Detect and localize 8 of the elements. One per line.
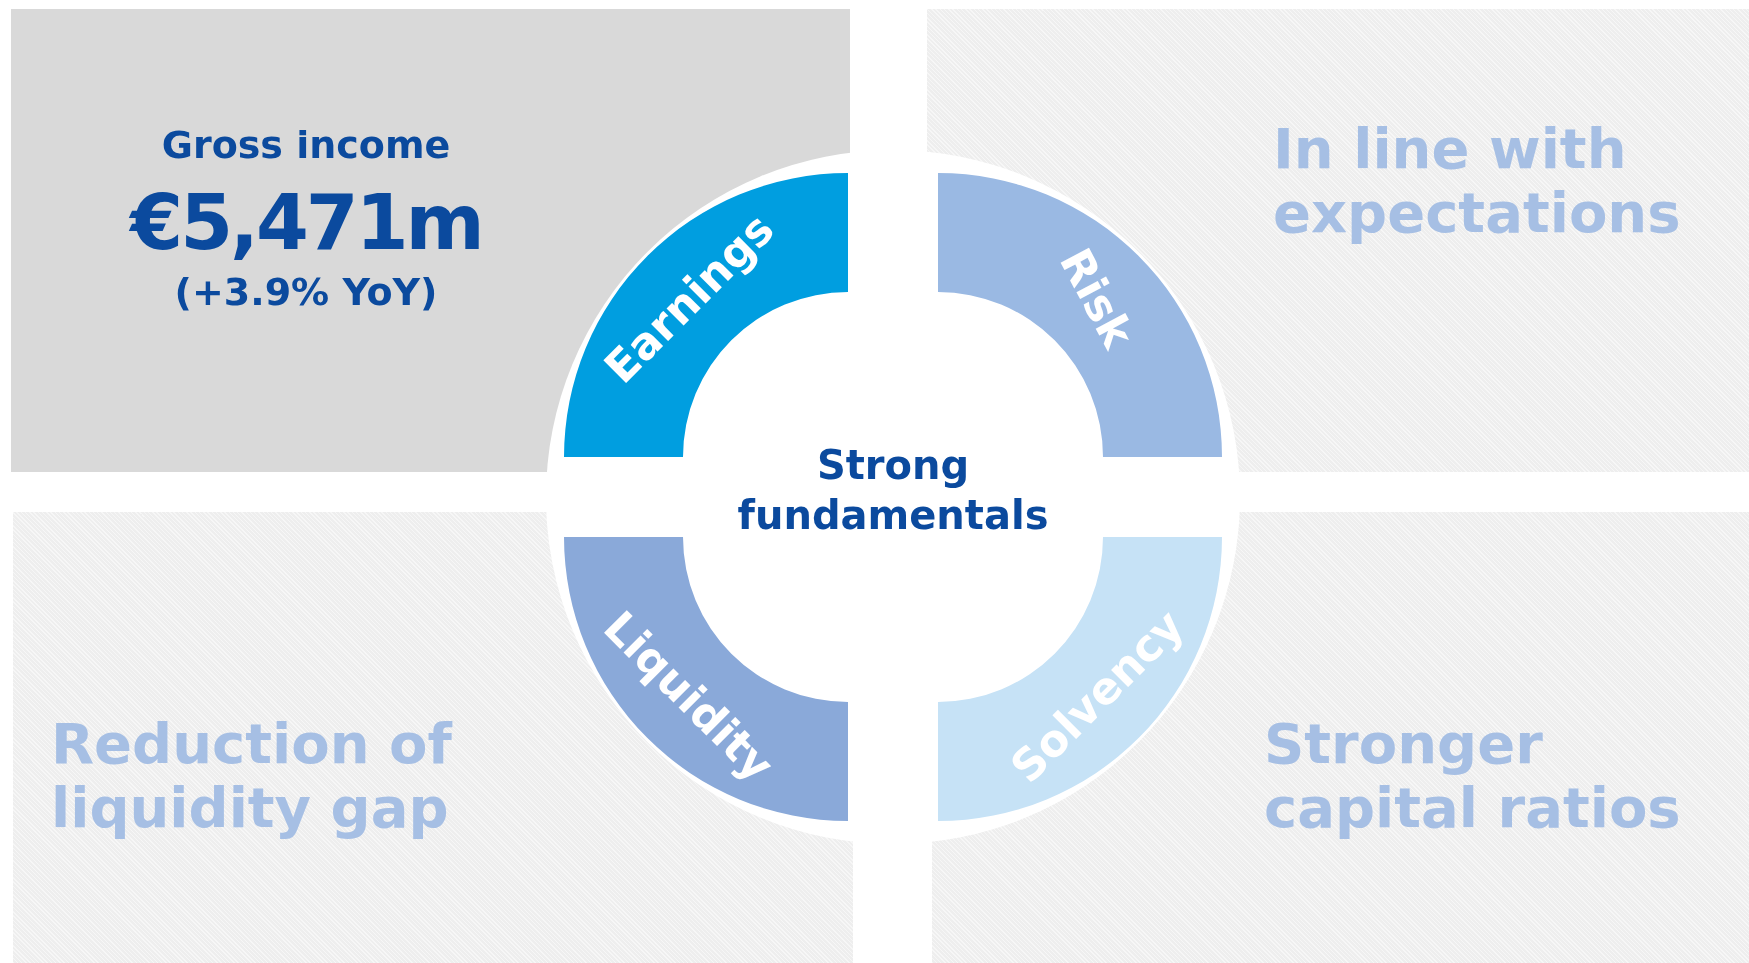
figure-value: €5,471m <box>128 179 483 267</box>
panel-heading: In line with expectations <box>1273 117 1682 246</box>
segment-label: Risk <box>1049 240 1144 357</box>
center-title: Strong fundamentals <box>736 441 1050 540</box>
change-note: (+3.9% YoY) <box>173 271 439 315</box>
panel-heading: Reduction of liquidity gap <box>51 712 454 841</box>
panel-heading: Gross income <box>160 124 452 168</box>
panel-heading: Stronger capital ratios <box>1264 712 1682 841</box>
